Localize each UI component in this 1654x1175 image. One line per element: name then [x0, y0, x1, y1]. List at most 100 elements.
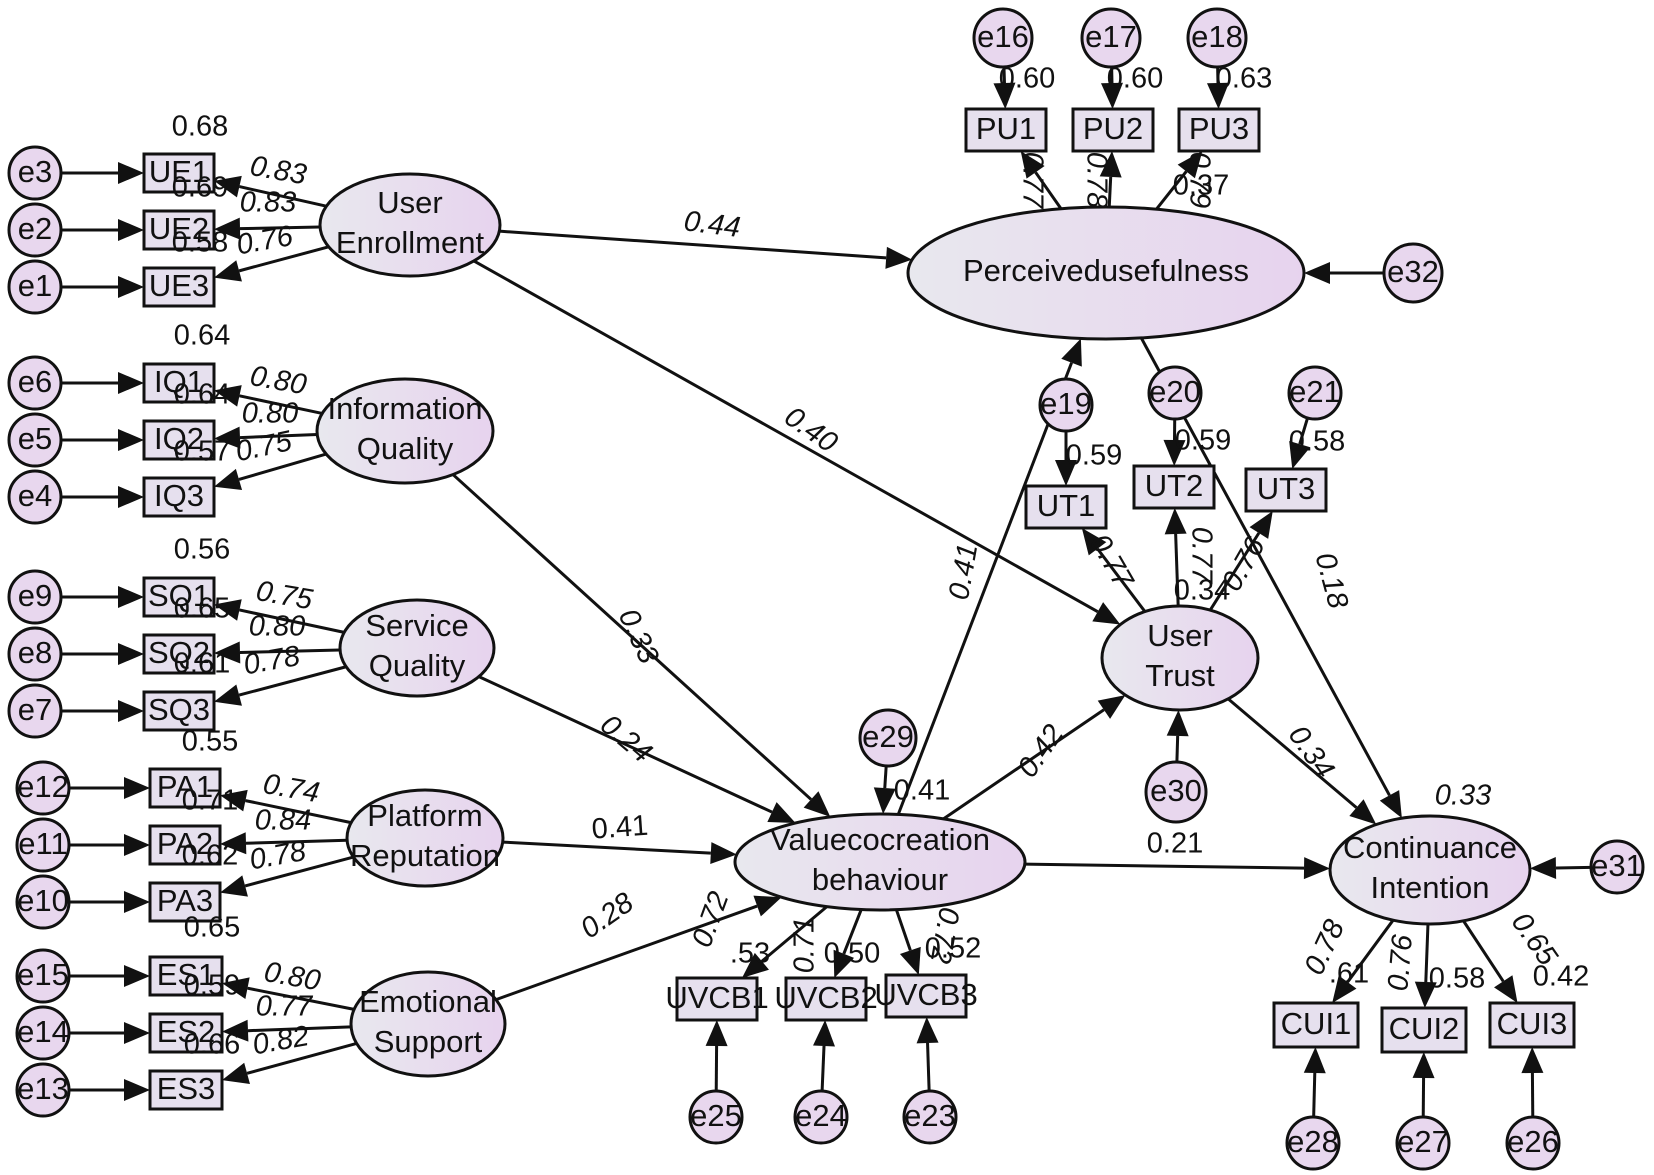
- loading-arrow-pu1: [1020, 151, 1063, 210]
- error-arrow-e7: [61, 700, 144, 722]
- indicator-uvcb2: UVCB2: [774, 976, 878, 1022]
- indicator-pu2: PU2: [1071, 107, 1155, 153]
- indicator-uvcb3: UVCB3: [874, 973, 978, 1019]
- error-arrow-e6: [61, 372, 144, 394]
- error-arrow-e28: [1303, 1047, 1326, 1118]
- loading-arrow-ue1: [214, 175, 327, 208]
- r2-label-pu2: 0.60: [1107, 63, 1163, 95]
- path-arrow-iq-to-vcb: [452, 473, 831, 817]
- error-label-e16: e16: [977, 19, 1029, 54]
- loading-arrow-pa1: [220, 789, 352, 825]
- error-arrow-e19: [1055, 431, 1077, 486]
- indicator-label-cui2: CUI2: [1389, 1011, 1460, 1046]
- path-label-ue-to-pu: 0.44: [682, 205, 742, 244]
- error-label-e7: e7: [18, 692, 52, 727]
- r2-label-uvcb1: .53: [730, 938, 770, 970]
- indicator-label-ue2: UE2: [149, 211, 209, 246]
- indicator-label-cui3: CUI3: [1497, 1006, 1568, 1041]
- r2-label-vcb: 0.41: [894, 775, 950, 807]
- indicator-cui1: CUI1: [1272, 1001, 1360, 1049]
- loading-label-ut2: 0.77: [1185, 527, 1217, 585]
- error-label-e18: e18: [1191, 19, 1243, 54]
- error-e8: e8: [7, 626, 63, 682]
- r2-label-uvcb3: 0.52: [925, 933, 981, 965]
- loading-label-ue2: 0.83: [240, 187, 296, 219]
- indicator-label-es1: ES1: [157, 957, 216, 992]
- loading-arrow-es1: [222, 977, 355, 1011]
- r2-label-ue1: 0.68: [172, 111, 228, 143]
- latent-label-ut: User: [1147, 618, 1212, 653]
- path-label-pu-to-ci: 0.18: [1309, 549, 1355, 612]
- latent-label-es: Support: [374, 1024, 483, 1059]
- indicator-label-cui1: CUI1: [1281, 1006, 1352, 1041]
- error-e7: e7: [7, 683, 63, 739]
- error-arrow-e3: [61, 162, 144, 184]
- error-e31: e31: [1589, 839, 1645, 895]
- error-arrow-e30: [1166, 709, 1189, 763]
- loading-arrow-pa3: [220, 855, 354, 897]
- indicator-ut1: UT1: [1024, 484, 1108, 530]
- indicator-label-sq1: SQ1: [148, 578, 210, 613]
- r2-label-sq3: 0.61: [174, 648, 230, 680]
- latent-label-ut: Trust: [1145, 658, 1215, 693]
- r2-label-pa1: 0.55: [182, 726, 238, 758]
- indicator-sq3: SQ3: [142, 690, 216, 732]
- error-e32: e32: [1382, 242, 1444, 304]
- error-arrow-e11: [69, 834, 150, 856]
- loading-arrow-uvcb3: [894, 909, 921, 975]
- indicator-label-pu1: PU1: [976, 111, 1036, 146]
- r2-label-iq3: 0.57: [174, 436, 230, 468]
- indicator-label-ut1: UT1: [1037, 488, 1096, 523]
- loading-label-es3: 0.82: [250, 1020, 311, 1061]
- error-label-e1: e1: [18, 268, 52, 303]
- error-arrow-e15: [69, 965, 150, 987]
- indicator-label-uvcb3: UVCB3: [874, 977, 977, 1012]
- loading-label-pu3: 0.79: [1183, 152, 1215, 208]
- indicator-pa1: PA1: [148, 767, 222, 809]
- indicator-cui3: CUI3: [1488, 1001, 1576, 1049]
- error-arrow-e25: [705, 1020, 728, 1092]
- error-label-e23: e23: [904, 1098, 956, 1133]
- indicator-pa2: PA2: [148, 824, 222, 866]
- indicator-label-sq2: SQ2: [148, 635, 210, 670]
- error-e26: e26: [1505, 1115, 1561, 1171]
- error-label-e8: e8: [18, 635, 52, 670]
- path-arrow-ue-to-pu: [499, 229, 913, 269]
- loading-label-sq3: 0.78: [241, 640, 302, 681]
- loading-arrow-sq3: [214, 665, 347, 706]
- latent-label-ue: Enrollment: [336, 225, 485, 260]
- loading-label-ue3: 0.76: [234, 220, 296, 261]
- error-e12: e12: [15, 760, 71, 816]
- indicator-label-ue1: UE1: [149, 154, 209, 189]
- loading-label-es2: 0.77: [256, 991, 314, 1023]
- error-e30: e30: [1144, 760, 1208, 824]
- r2-label-sq1: 0.56: [174, 534, 230, 566]
- error-label-e14: e14: [17, 1014, 69, 1049]
- error-arrow-e23: [916, 1017, 939, 1092]
- error-arrow-e21: [1289, 417, 1311, 469]
- path-label-vcb-to-ut: 0.42: [1012, 719, 1071, 784]
- indicator-label-uvcb1: UVCB1: [665, 980, 768, 1015]
- indicator-es3: ES3: [148, 1069, 224, 1111]
- loading-label-sq2: 0.80: [249, 611, 305, 643]
- latent-label-pr: Reputation: [350, 838, 500, 873]
- r2-label-uvcb2: 0.50: [824, 938, 880, 970]
- loading-arrow-cui3: [1462, 920, 1518, 1003]
- indicator-ut2: UT2: [1132, 464, 1216, 510]
- error-label-e11: e11: [18, 826, 67, 861]
- latent-label-pr: Platform: [367, 798, 482, 833]
- path-arrow-vcb-to-ut: [942, 695, 1126, 821]
- error-e23: e23: [902, 1089, 958, 1145]
- error-label-e25: e25: [690, 1098, 742, 1133]
- error-e3: e3: [7, 145, 63, 201]
- error-label-e4: e4: [18, 478, 52, 513]
- error-arrow-e4: [61, 486, 144, 508]
- error-e19: e19: [1038, 377, 1094, 433]
- error-label-e27: e27: [1397, 1124, 1449, 1159]
- error-label-e9: e9: [18, 578, 52, 613]
- error-e9: e9: [7, 569, 63, 625]
- error-e4: e4: [7, 469, 63, 525]
- indicator-sq1: SQ1: [142, 576, 216, 618]
- error-arrow-e31: [1529, 856, 1592, 879]
